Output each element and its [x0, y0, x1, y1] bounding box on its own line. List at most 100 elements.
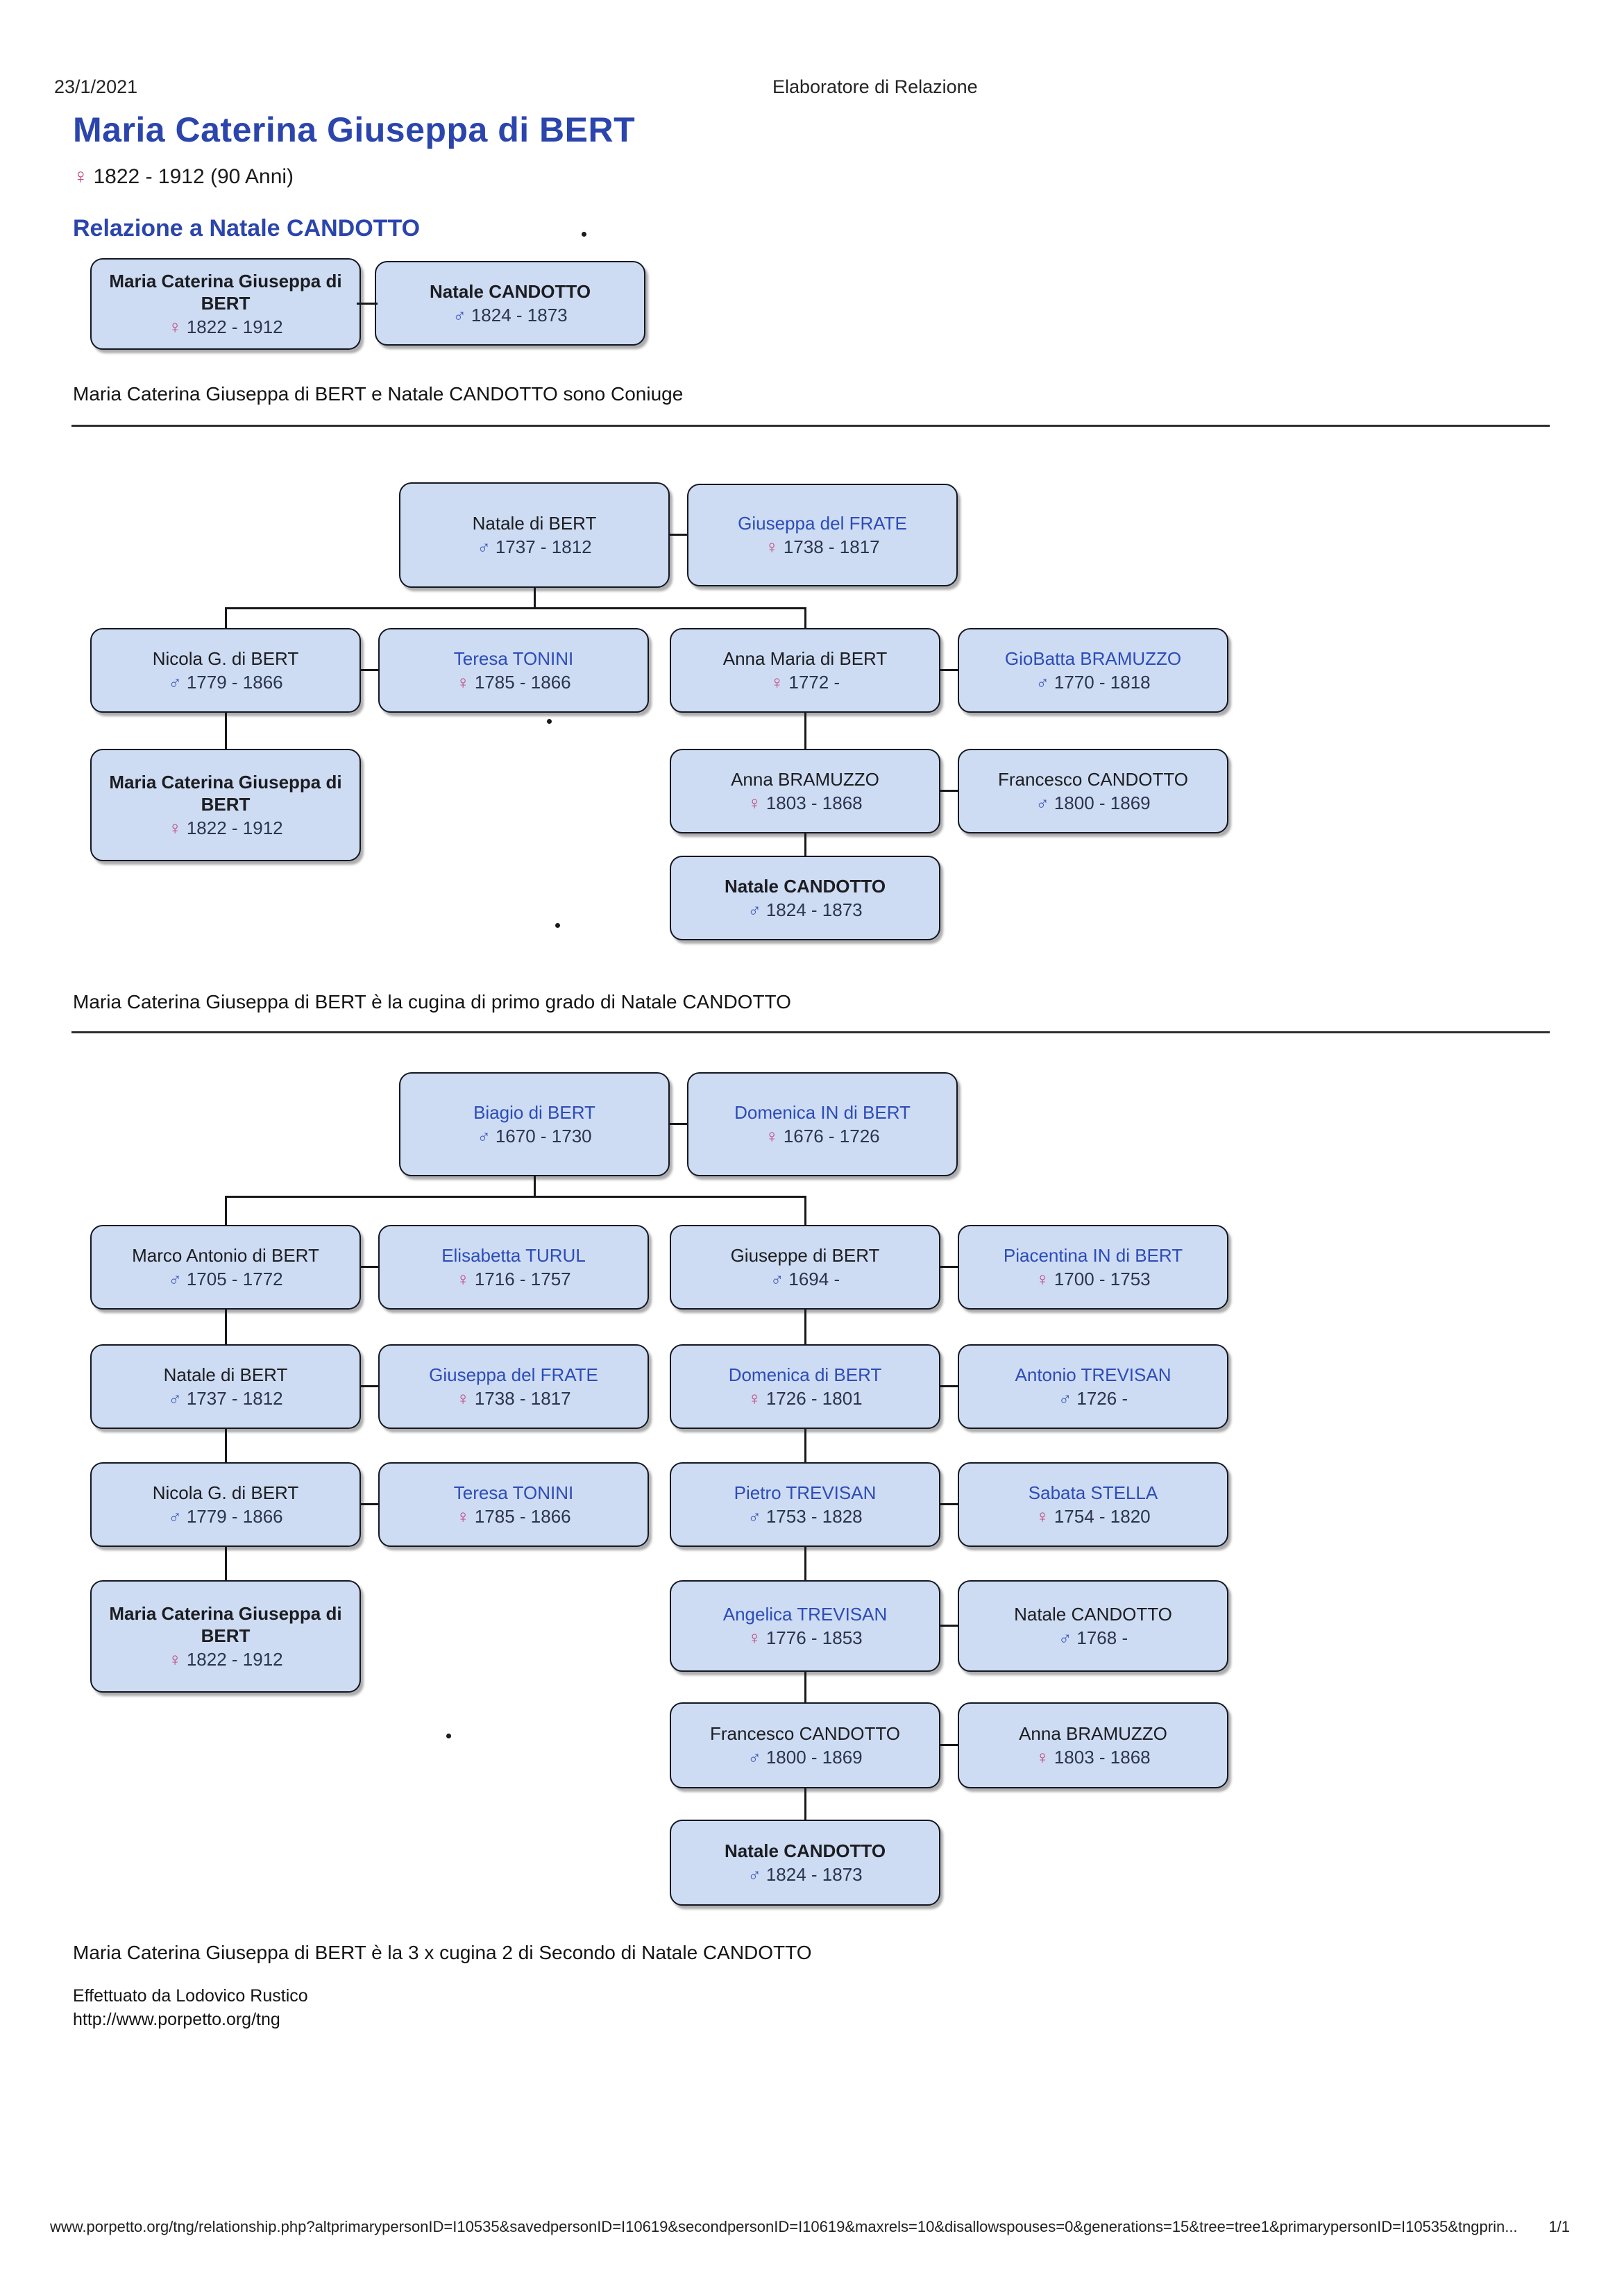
- couple-connector: [361, 669, 380, 671]
- couple-connector: [357, 303, 378, 305]
- sibling-line: [225, 607, 806, 609]
- male-icon: ♂: [168, 672, 182, 693]
- person-name-link[interactable]: Elisabetta TURUL: [441, 1244, 586, 1266]
- couple-connector: [940, 1625, 959, 1627]
- person-box-tree3-natale-candotto: Natale CANDOTTO ♂1824 - 1873: [670, 1820, 940, 1906]
- male-icon: ♂: [1035, 672, 1049, 693]
- male-icon: ♂: [168, 1269, 182, 1289]
- page-title: Maria Caterina Giuseppa di BERT: [73, 110, 636, 149]
- person-box-tree3-angelica: Angelica TREVISAN ♀1776 - 1853: [670, 1580, 940, 1672]
- footer-page-number: 1/1: [1548, 2218, 1570, 2235]
- descent-line: [804, 1310, 806, 1344]
- person-name: Anna BRAMUZZO: [731, 768, 879, 790]
- person-dates: ♀1822 - 1912: [168, 316, 283, 338]
- person-dates: ♂1824 - 1873: [452, 305, 568, 325]
- person-name: Natale CANDOTTO: [724, 875, 886, 897]
- descent-line: [225, 713, 227, 749]
- descent-line: [225, 1196, 227, 1225]
- person-box-tree3-elisabetta: Elisabetta TURUL ♀1716 - 1757: [378, 1225, 649, 1310]
- site-url: http://www.porpetto.org/tng: [73, 2010, 280, 2029]
- person-box-tree1-maria-caterina: Maria Caterina Giuseppa di BERT ♀1822 - …: [90, 258, 361, 350]
- person-name: Natale di BERT: [163, 1364, 288, 1385]
- person-box-tree3-biagio: Biagio di BERT ♂1670 - 1730: [399, 1072, 670, 1176]
- person-box-tree2-natale-candotto: Natale CANDOTTO ♂1824 - 1873: [670, 856, 940, 940]
- subject-dates: 1822 - 1912 (90 Anni): [93, 165, 294, 188]
- person-name-link[interactable]: Domenica IN di BERT: [734, 1101, 911, 1123]
- couple-connector: [361, 1503, 380, 1505]
- person-name-link[interactable]: Giuseppa del FRATE: [429, 1364, 598, 1385]
- descent-line: [804, 1788, 806, 1820]
- female-icon: ♀: [456, 1269, 470, 1289]
- descent-line: [225, 1429, 227, 1462]
- person-name: Francesco CANDOTTO: [709, 1722, 900, 1744]
- female-icon: ♀: [168, 818, 182, 839]
- descent-line: [804, 1196, 806, 1225]
- female-icon: ♀: [1035, 1747, 1049, 1768]
- female-icon: ♀: [1035, 1506, 1049, 1527]
- male-icon: ♂: [477, 1126, 491, 1146]
- person-box-tree3-sabata: Sabata STELLA ♀1754 - 1820: [958, 1462, 1228, 1547]
- person-name-link[interactable]: Giuseppa del FRATE: [738, 512, 907, 534]
- couple-connector: [670, 534, 687, 536]
- person-name-link[interactable]: Teresa TONINI: [453, 1482, 574, 1503]
- person-box-tree2-francesco: Francesco CANDOTTO ♂1800 - 1869: [958, 749, 1228, 833]
- person-box-tree3-piacentina: Piacentina IN di BERT ♀1700 - 1753: [958, 1225, 1228, 1310]
- male-icon: ♂: [747, 1747, 761, 1768]
- person-box-tree3-anna-bramuzzo: Anna BRAMUZZO ♀1803 - 1868: [958, 1702, 1228, 1788]
- male-icon: ♂: [770, 1269, 784, 1289]
- relationship-caption-3: Maria Caterina Giuseppa di BERT è la 3 x…: [73, 1942, 812, 1963]
- person-name-link[interactable]: Antonio TREVISAN: [1015, 1364, 1172, 1385]
- female-icon: ♀: [1035, 1269, 1049, 1289]
- person-name: Natale CANDOTTO: [1014, 1603, 1172, 1625]
- person-name-link[interactable]: Biagio di BERT: [473, 1101, 595, 1123]
- female-icon: ♀: [747, 1627, 761, 1648]
- female-icon: ♀: [168, 1649, 182, 1670]
- person-name: Natale CANDOTTO: [429, 280, 591, 302]
- footer-url: www.porpetto.org/tng/relationship.php?al…: [50, 2218, 1518, 2235]
- couple-connector: [940, 1266, 959, 1268]
- male-icon: ♂: [168, 1506, 182, 1527]
- descent-line: [225, 607, 227, 629]
- person-box-tree3-maria-caterina: Maria Caterina Giuseppa di BERT ♀1822 - …: [90, 1580, 361, 1693]
- person-name-link[interactable]: Teresa TONINI: [453, 647, 574, 669]
- person-name-link[interactable]: Angelica TREVISAN: [722, 1603, 888, 1625]
- female-icon: ♀: [456, 672, 470, 693]
- person-name: Maria Caterina Giuseppa di BERT: [109, 771, 342, 815]
- person-box-tree3-natale-candotto-sr: Natale CANDOTTO ♂1768 -: [958, 1580, 1228, 1672]
- couple-connector: [940, 1385, 959, 1387]
- person-box-tree3-marco: Marco Antonio di BERT ♂1705 - 1772: [90, 1225, 361, 1310]
- person-name: Natale CANDOTTO: [724, 1840, 886, 1861]
- descent-line: [225, 1310, 227, 1344]
- couple-connector: [940, 669, 959, 671]
- descent-line: [534, 588, 536, 609]
- person-name-link[interactable]: GioBatta BRAMUZZO: [1004, 647, 1182, 669]
- couple-connector: [940, 790, 959, 792]
- person-box-tree1-natale-candotto: Natale CANDOTTO ♂1824 - 1873: [375, 261, 645, 346]
- female-icon: ♀: [456, 1388, 470, 1409]
- female-icon: ♀: [765, 1126, 779, 1146]
- descent-line: [804, 833, 806, 856]
- person-name: Francesco CANDOTTO: [997, 768, 1188, 790]
- person-box-tree3-domenica-di-bert: Domenica di BERT ♀1726 - 1801: [670, 1344, 940, 1429]
- descent-line: [804, 713, 806, 749]
- person-name-link[interactable]: Sabata STELLA: [1028, 1482, 1158, 1503]
- female-icon: ♀: [456, 1506, 470, 1527]
- made-by-credit: Effettuato da Lodovico Rustico: [73, 1986, 308, 2006]
- male-icon: ♂: [1035, 793, 1049, 813]
- descent-line: [804, 607, 806, 629]
- female-icon: ♀: [73, 165, 89, 188]
- descent-line: [804, 1672, 806, 1702]
- person-name-link[interactable]: Piacentina IN di BERT: [1003, 1244, 1183, 1266]
- divider: [71, 1031, 1550, 1033]
- person-name: Marco Antonio di BERT: [132, 1244, 319, 1266]
- person-name-link[interactable]: Domenica di BERT: [728, 1364, 882, 1385]
- person-box-tree2-nicola: Nicola G. di BERT ♂1779 - 1866: [90, 628, 361, 713]
- male-icon: ♂: [168, 1388, 182, 1409]
- couple-connector: [361, 1266, 380, 1268]
- descent-line: [534, 1176, 536, 1196]
- person-name-link[interactable]: Pietro TREVISAN: [734, 1482, 877, 1503]
- male-icon: ♂: [477, 536, 491, 557]
- female-icon: ♀: [770, 672, 784, 693]
- print-date: 23/1/2021: [54, 76, 138, 97]
